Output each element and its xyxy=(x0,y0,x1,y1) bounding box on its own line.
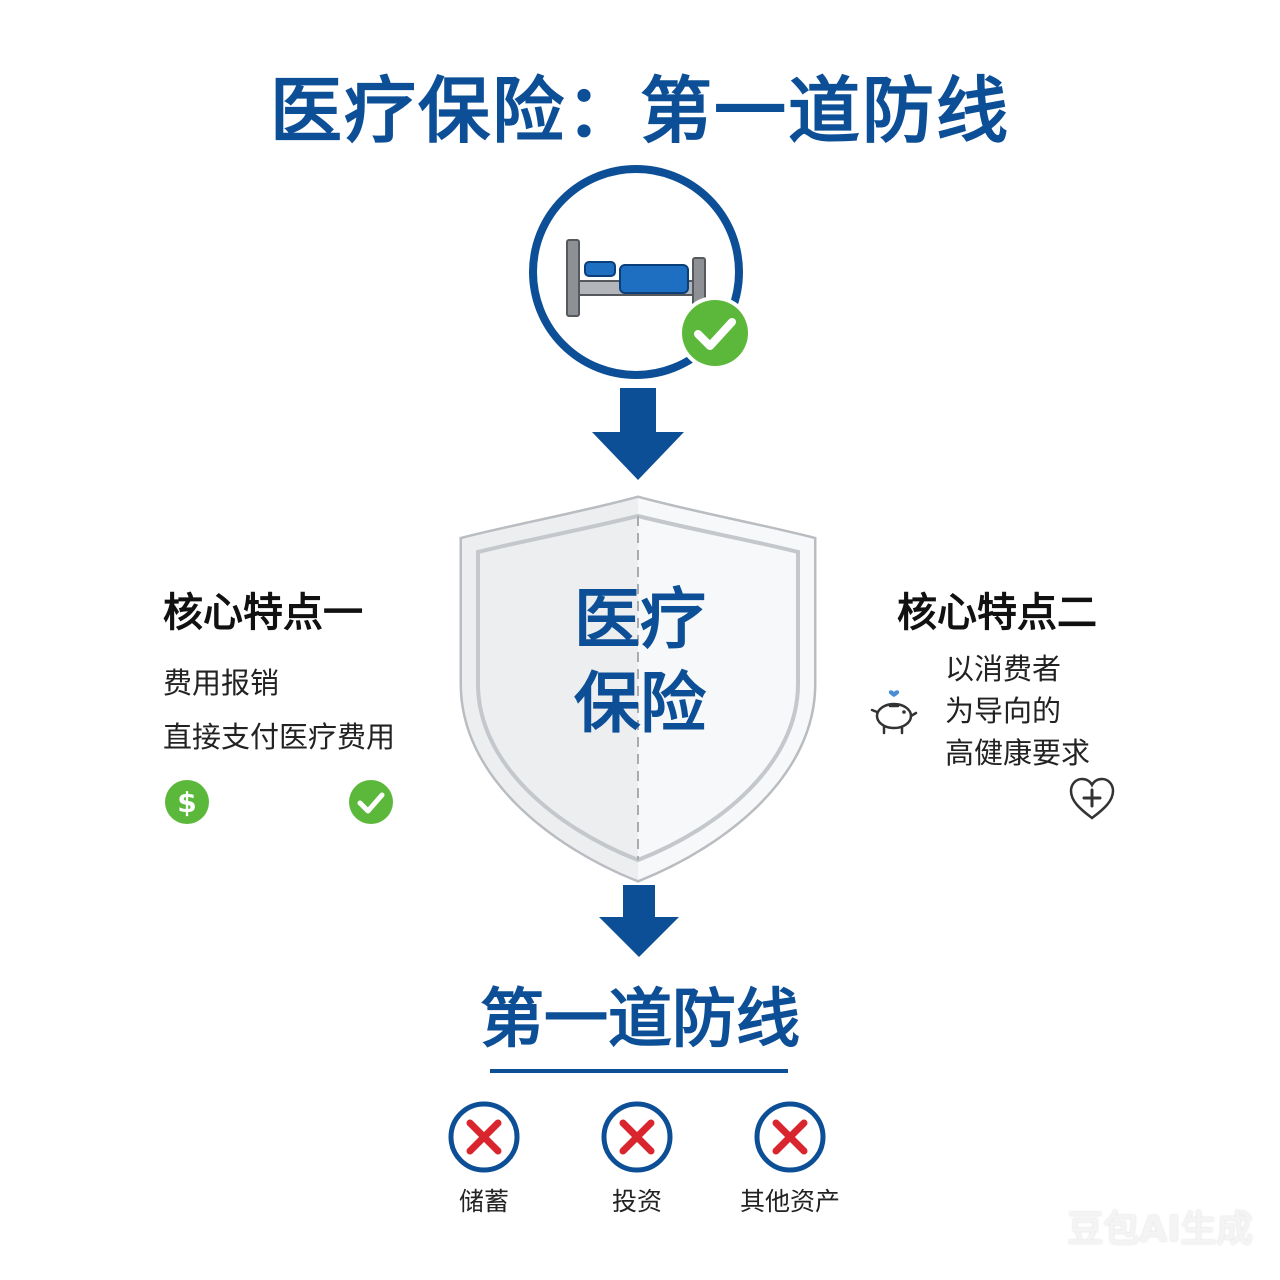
heart-plus-icon xyxy=(1069,777,1115,820)
check-circle-icon xyxy=(349,780,393,824)
shield-label-line1: 医疗 xyxy=(574,581,706,658)
feature-one-line: 直接支付医疗费用 xyxy=(163,720,396,754)
item-label: 投资 xyxy=(611,1187,662,1216)
dollar-coin-icon: $ xyxy=(165,780,209,824)
feature-two-title: 核心特点二 xyxy=(897,590,1097,636)
feature-two-line: 以消费者 xyxy=(945,652,1062,686)
svg-text:$: $ xyxy=(177,786,196,819)
check-badge-icon xyxy=(678,296,752,370)
shield-icon xyxy=(459,495,817,883)
feature-one-title: 核心特点一 xyxy=(163,590,363,636)
feature-one-line: 费用报销 xyxy=(163,666,280,700)
defense-title: 第一道防线 xyxy=(480,983,800,1057)
divider xyxy=(490,1069,788,1073)
x-circle-icon xyxy=(754,1101,826,1173)
shield-label-line2: 保险 xyxy=(574,665,706,742)
watermark: 豆包AI生成 xyxy=(1067,1209,1253,1250)
hospital-bed-icon xyxy=(529,165,752,379)
arrow-down-icon xyxy=(599,885,679,957)
x-circle-icon xyxy=(601,1101,673,1173)
item-label: 其他资产 xyxy=(739,1187,840,1216)
arrow-down-icon xyxy=(592,388,684,480)
feature-two-line: 为导向的 xyxy=(945,694,1062,728)
feature-two-line: 高健康要求 xyxy=(945,736,1091,770)
x-circle-icon xyxy=(448,1101,520,1173)
piggy-bank-icon xyxy=(870,690,918,735)
item-label: 储蓄 xyxy=(458,1187,509,1216)
page-title: 医疗保险：第一道防线 xyxy=(269,69,1010,153)
